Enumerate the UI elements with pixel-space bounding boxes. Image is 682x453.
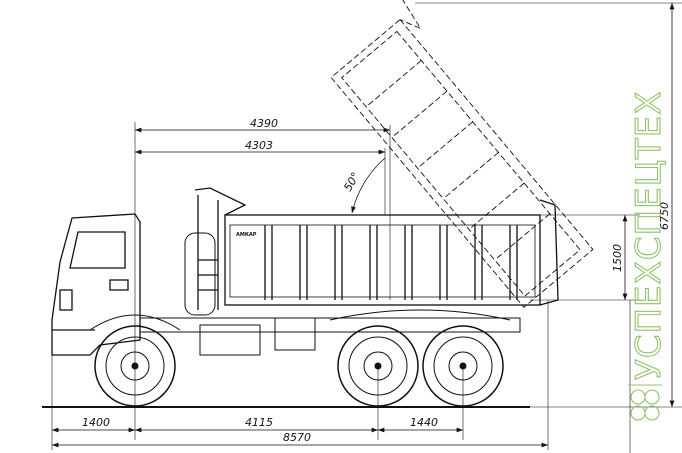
extension-lines xyxy=(51,2,682,453)
raised-body-outline xyxy=(330,0,594,308)
dim-rear-axle-spacing: 1440 xyxy=(410,416,438,429)
dim-4390: 4390 xyxy=(250,117,278,130)
watermark-text: УСПЕХСПЕЦТЕХ xyxy=(629,90,669,380)
wheel-arches xyxy=(89,309,511,331)
dim-tip-angle: 50° xyxy=(341,170,362,193)
dim-4303: 4303 xyxy=(245,139,273,152)
fuel-tank xyxy=(199,324,261,356)
spare-wheel xyxy=(184,232,216,316)
dim-overall-length: 8570 xyxy=(283,431,311,444)
angle-arc xyxy=(351,157,386,214)
dim-overall-height: 6750 xyxy=(658,202,671,230)
body-label: АМКАР xyxy=(236,232,257,238)
cab xyxy=(51,213,141,356)
dump-body xyxy=(224,199,559,306)
dim-front-overhang: 1400 xyxy=(82,416,110,429)
chassis-frame xyxy=(139,317,521,333)
dimension-lines xyxy=(52,3,675,448)
ladder-and-headboard xyxy=(194,187,247,310)
battery-box xyxy=(274,317,316,351)
clover-logo-icon xyxy=(628,384,662,421)
dim-body-height: 1500 xyxy=(611,244,624,272)
dim-wheelbase: 4115 xyxy=(245,416,273,429)
